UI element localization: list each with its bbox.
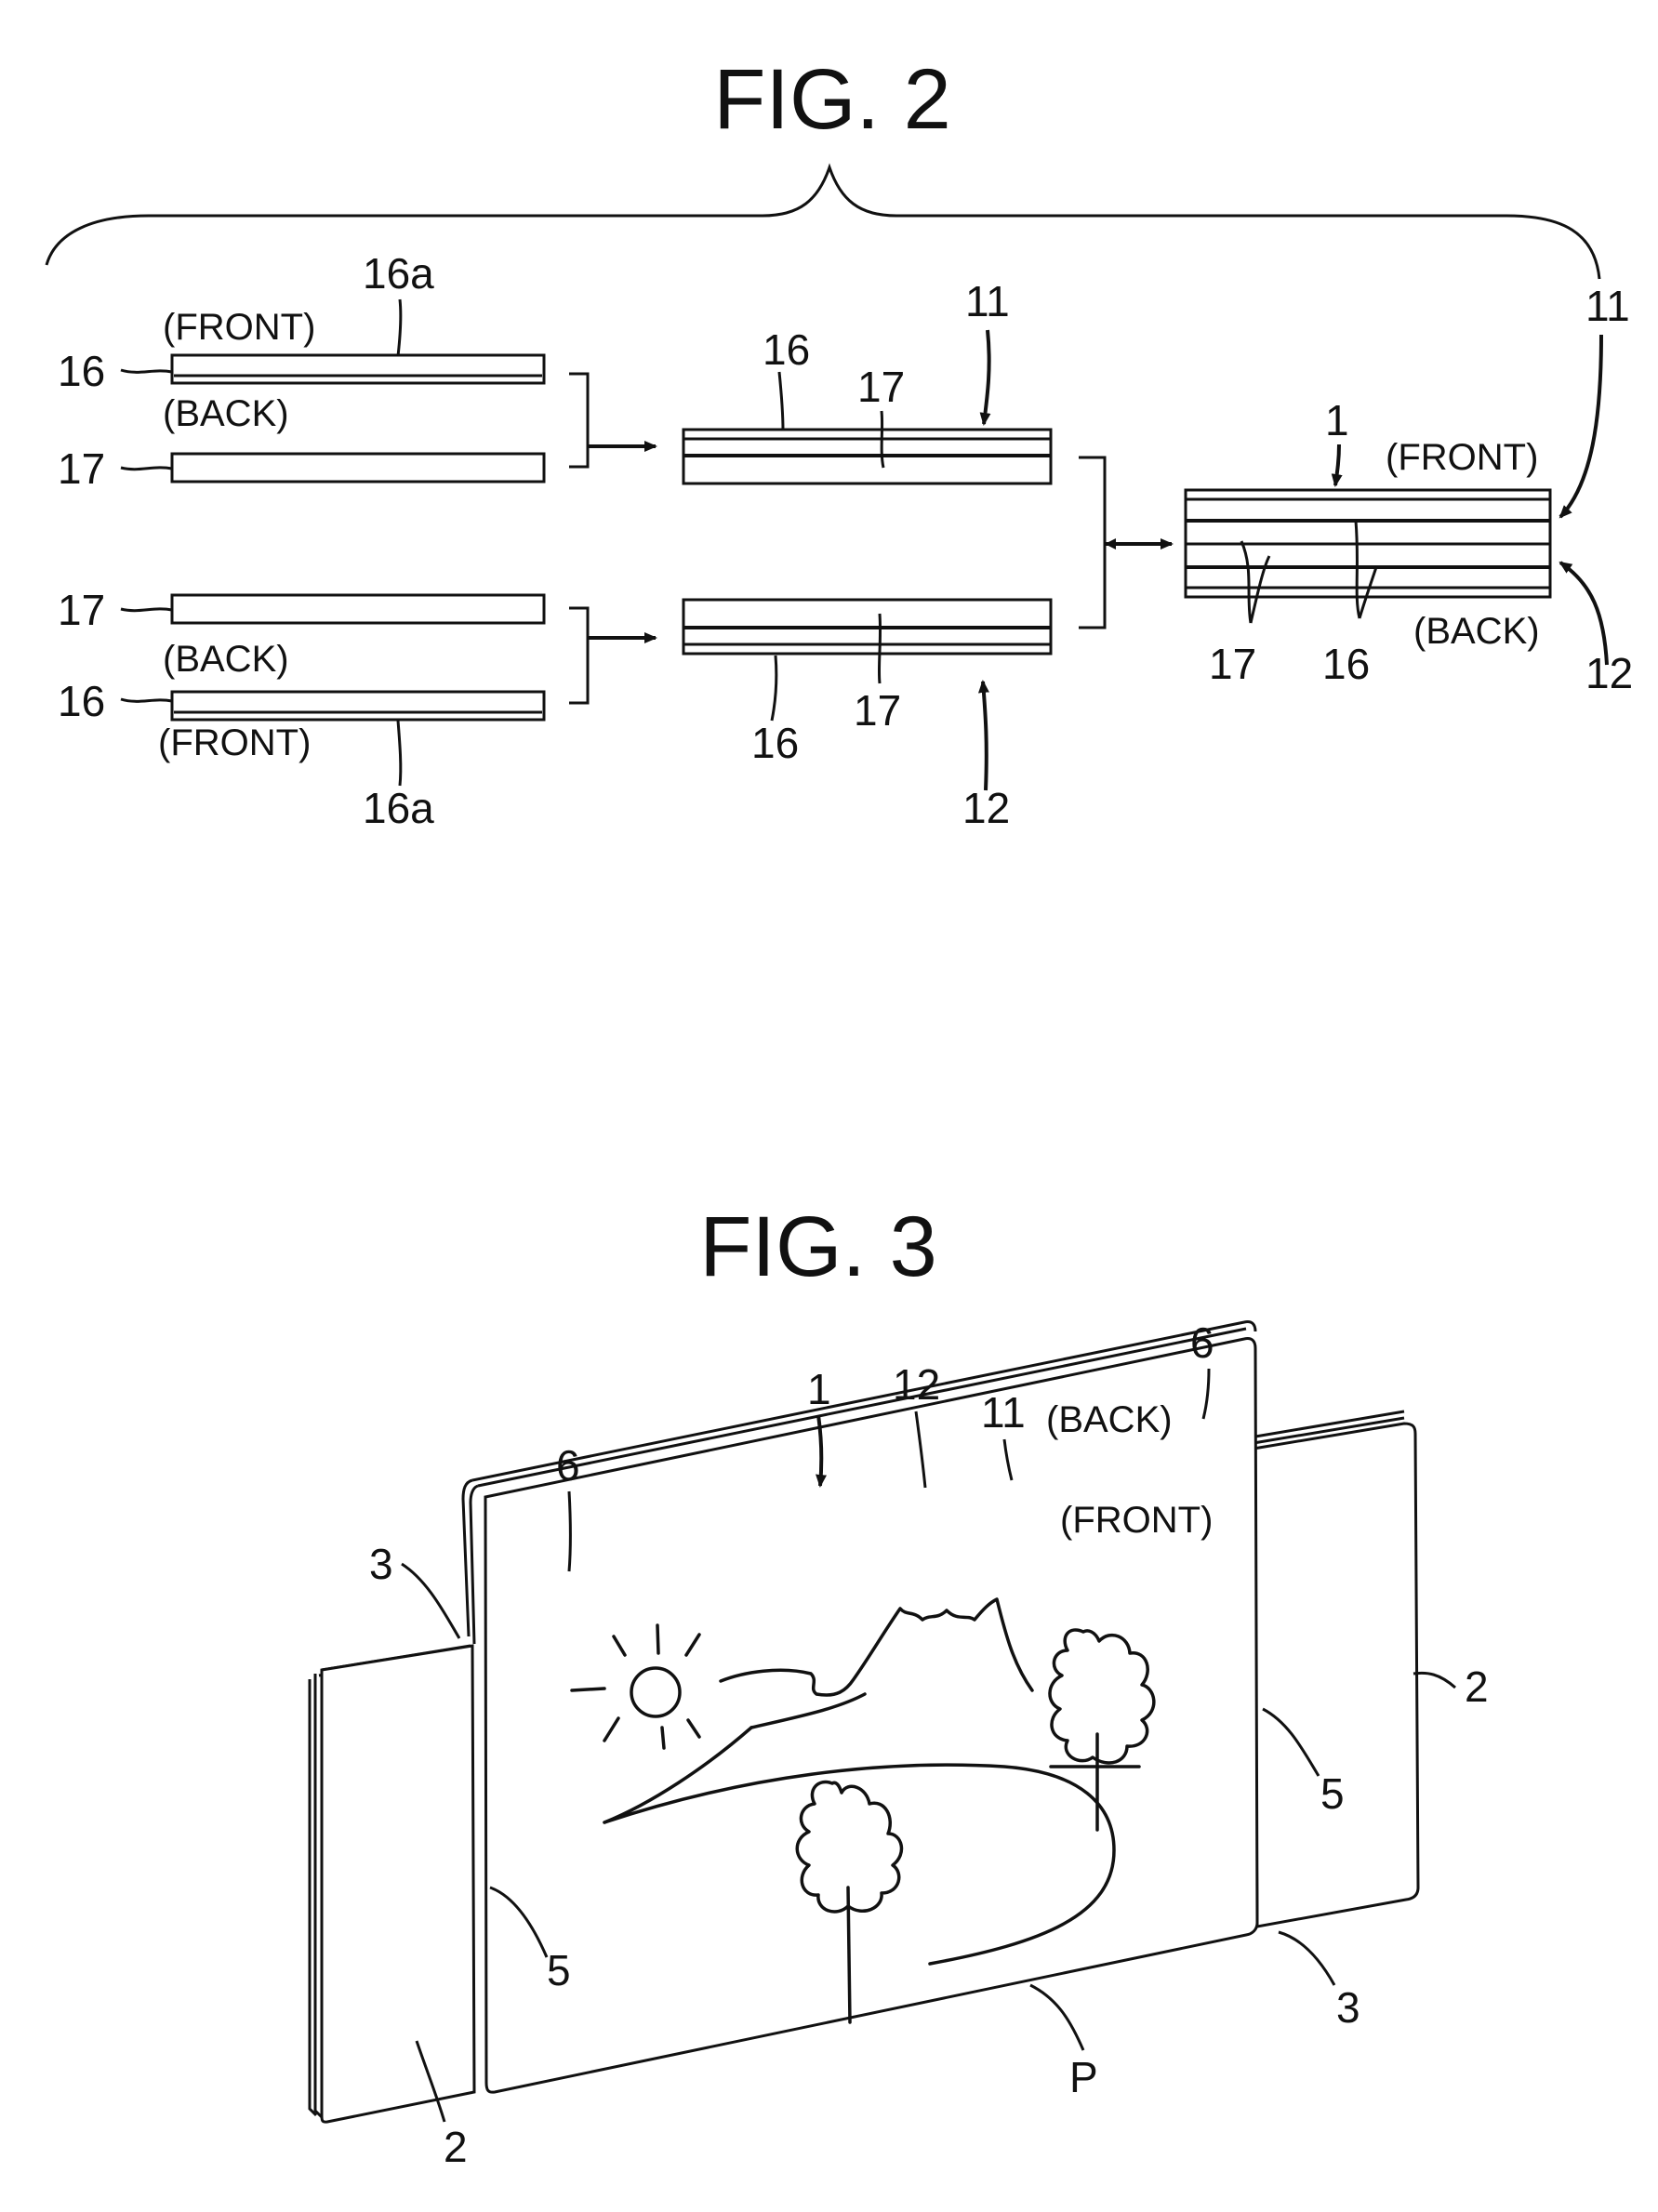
bracket-bottom-left (569, 608, 588, 703)
ref-17-top: 17 (58, 444, 105, 493)
ref-2-left: 2 (444, 2123, 468, 2171)
ref-12-fig3: 12 (893, 1360, 940, 1409)
ref-5-right: 5 (1320, 1769, 1345, 1818)
label-back-bottom: (BACK) (163, 639, 289, 680)
ref-11-mid: 11 (965, 277, 1010, 325)
label-back-right: (BACK) (1413, 611, 1540, 652)
sheet-16-front-lower (172, 692, 544, 720)
label-front-top: (FRONT) (163, 307, 315, 348)
ref-16a-top: 16a (363, 249, 434, 298)
ref-17-right: 17 (1209, 640, 1256, 688)
figure-3: FIG. 3 (310, 1199, 1489, 2171)
ref-3-left: 3 (369, 1540, 393, 1588)
ref-17-mid-bottom: 17 (854, 686, 901, 735)
ref-12-right: 12 (1585, 649, 1633, 697)
ref-17-bottom: 17 (58, 586, 105, 634)
ref-16-mid-bottom: 16 (751, 719, 799, 767)
ref-6-right: 6 (1190, 1318, 1214, 1367)
ref-1-fig3: 1 (807, 1365, 831, 1413)
card-laminate-1 (1186, 490, 1550, 597)
ref-11-fig3: 11 (981, 1388, 1026, 1437)
label-back-top: (BACK) (163, 393, 289, 434)
ref-1-right: 1 (1325, 396, 1349, 444)
ref-16a-bottom: 16a (363, 784, 434, 832)
label-front-bottom: (FRONT) (158, 722, 311, 763)
fig2-brace (46, 167, 1599, 279)
ref-3-right: 3 (1336, 1983, 1360, 2032)
ref-6-left: 6 (556, 1441, 580, 1490)
laminate-12 (683, 600, 1051, 654)
ref-5-left: 5 (547, 1946, 571, 1994)
sheet-16-front (172, 355, 544, 383)
tab-2-right (1253, 1411, 1418, 1927)
sheet-17-lower (172, 595, 544, 623)
ref-17-mid-top: 17 (857, 363, 905, 411)
label-back-fig3: (BACK) (1046, 1399, 1173, 1440)
label-front-fig3: (FRONT) (1060, 1500, 1213, 1541)
bracket-middle (1079, 457, 1105, 628)
laminate-11 (683, 430, 1051, 483)
ref-16-bottom: 16 (58, 677, 105, 725)
figure-2: FIG. 2 (FRONT) 16a (BACK) 16 17 17 (BACK… (46, 52, 1633, 832)
card-main (485, 1338, 1257, 2092)
ref-16-mid-top: 16 (763, 325, 810, 374)
fig2-title: FIG. 2 (713, 52, 951, 147)
ref-11-right: 11 (1585, 282, 1630, 330)
ref-16-top: 16 (58, 347, 105, 395)
bracket-top-left (569, 374, 588, 467)
ref-2-right: 2 (1465, 1662, 1489, 1711)
tab-2-left (310, 1646, 474, 2122)
ref-12-mid: 12 (962, 784, 1010, 832)
ref-P: P (1069, 2053, 1098, 2101)
fig3-title: FIG. 3 (699, 1199, 937, 1294)
label-front-right: (FRONT) (1386, 437, 1538, 478)
ref-16-right: 16 (1322, 640, 1370, 688)
sheet-17-upper (172, 454, 544, 482)
